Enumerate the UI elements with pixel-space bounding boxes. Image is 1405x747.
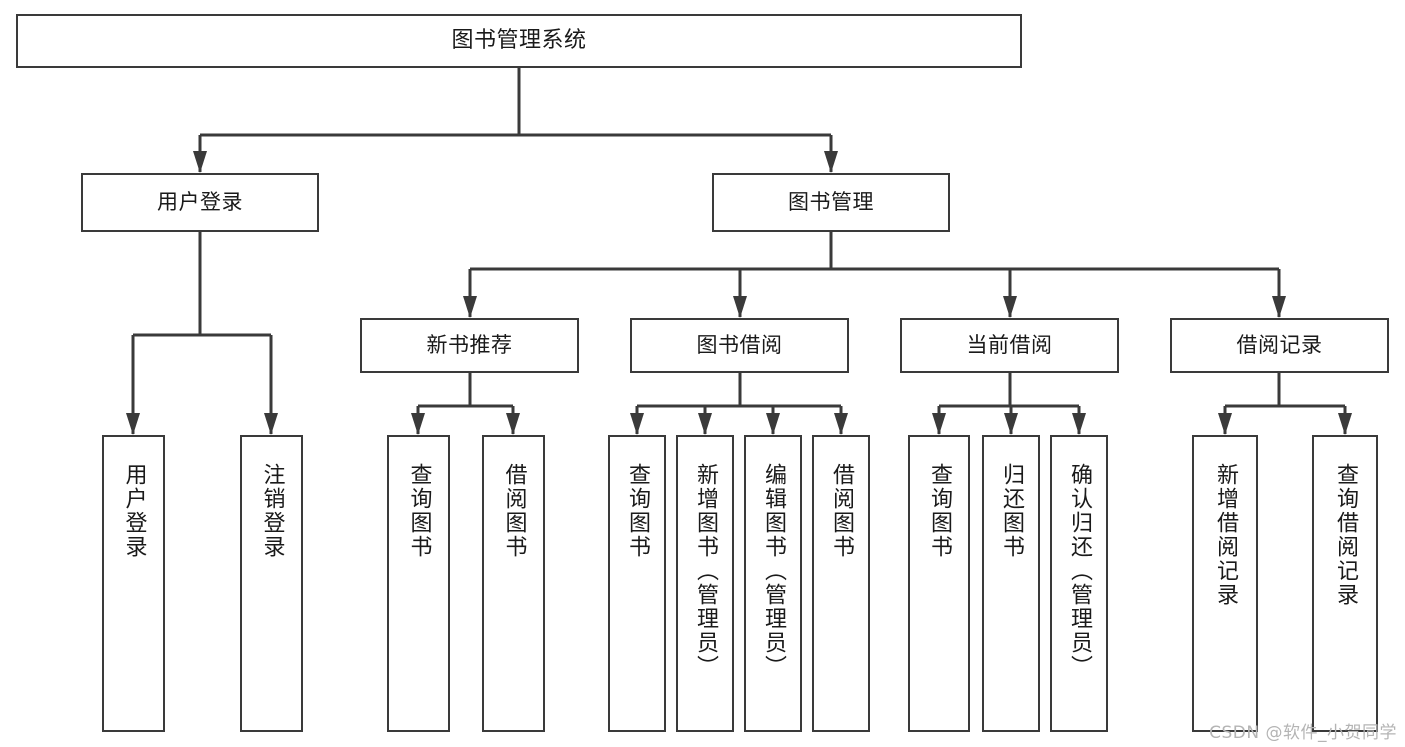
node-label-user_login: 用户登录 [157, 190, 243, 215]
node-new_book_rec[interactable]: 新书推荐 [360, 318, 579, 373]
node-label-leaf_add_book: 新增图书（管理员） [692, 463, 718, 679]
node-label-leaf_add_rec: 新增借阅记录 [1212, 463, 1238, 607]
node-borrow_record[interactable]: 借阅记录 [1170, 318, 1389, 373]
node-label-leaf_borrow_2: 借阅图书 [828, 463, 854, 559]
node-label-leaf_return: 归还图书 [998, 463, 1024, 559]
node-label-book_manage: 图书管理 [788, 190, 874, 215]
node-leaf_query_2[interactable]: 查询图书 [608, 435, 666, 732]
node-label-borrow_record: 借阅记录 [1236, 333, 1323, 358]
node-book_manage[interactable]: 图书管理 [712, 173, 950, 232]
node-label-leaf_edit_book: 编辑图书（管理员） [760, 463, 786, 679]
node-leaf_add_rec[interactable]: 新增借阅记录 [1192, 435, 1258, 732]
node-leaf_user_login[interactable]: 用户登录 [102, 435, 165, 732]
node-leaf_query_1[interactable]: 查询图书 [387, 435, 450, 732]
node-label-leaf_query_3: 查询图书 [926, 463, 952, 559]
node-label-leaf_query_rec: 查询借阅记录 [1332, 463, 1358, 607]
node-leaf_borrow_2[interactable]: 借阅图书 [812, 435, 870, 732]
node-root[interactable]: 图书管理系统 [16, 14, 1022, 68]
node-book_borrow[interactable]: 图书借阅 [630, 318, 849, 373]
node-label-leaf_query_1: 查询图书 [406, 463, 432, 559]
node-leaf_borrow_1[interactable]: 借阅图书 [482, 435, 545, 732]
node-leaf_logout[interactable]: 注销登录 [240, 435, 303, 732]
node-label-leaf_logout: 注销登录 [259, 463, 285, 559]
node-leaf_edit_book[interactable]: 编辑图书（管理员） [744, 435, 802, 732]
node-label-leaf_borrow_1: 借阅图书 [501, 463, 527, 559]
node-label-book_borrow: 图书借阅 [696, 333, 783, 358]
node-leaf_query_3[interactable]: 查询图书 [908, 435, 970, 732]
node-current_borrow[interactable]: 当前借阅 [900, 318, 1119, 373]
node-leaf_query_rec[interactable]: 查询借阅记录 [1312, 435, 1378, 732]
node-label-current_borrow: 当前借阅 [966, 333, 1053, 358]
node-label-new_book_rec: 新书推荐 [426, 333, 513, 358]
node-leaf_add_book[interactable]: 新增图书（管理员） [676, 435, 734, 732]
node-leaf_confirm[interactable]: 确认归还（管理员） [1050, 435, 1108, 732]
watermark-label: CSDN @软件_小贺同学 [1209, 723, 1397, 743]
node-leaf_return[interactable]: 归还图书 [982, 435, 1040, 732]
node-label-root: 图书管理系统 [451, 28, 587, 54]
node-label-leaf_query_2: 查询图书 [624, 463, 650, 559]
node-label-leaf_user_login: 用户登录 [121, 463, 147, 559]
node-user_login[interactable]: 用户登录 [81, 173, 319, 232]
node-label-leaf_confirm: 确认归还（管理员） [1066, 463, 1092, 679]
